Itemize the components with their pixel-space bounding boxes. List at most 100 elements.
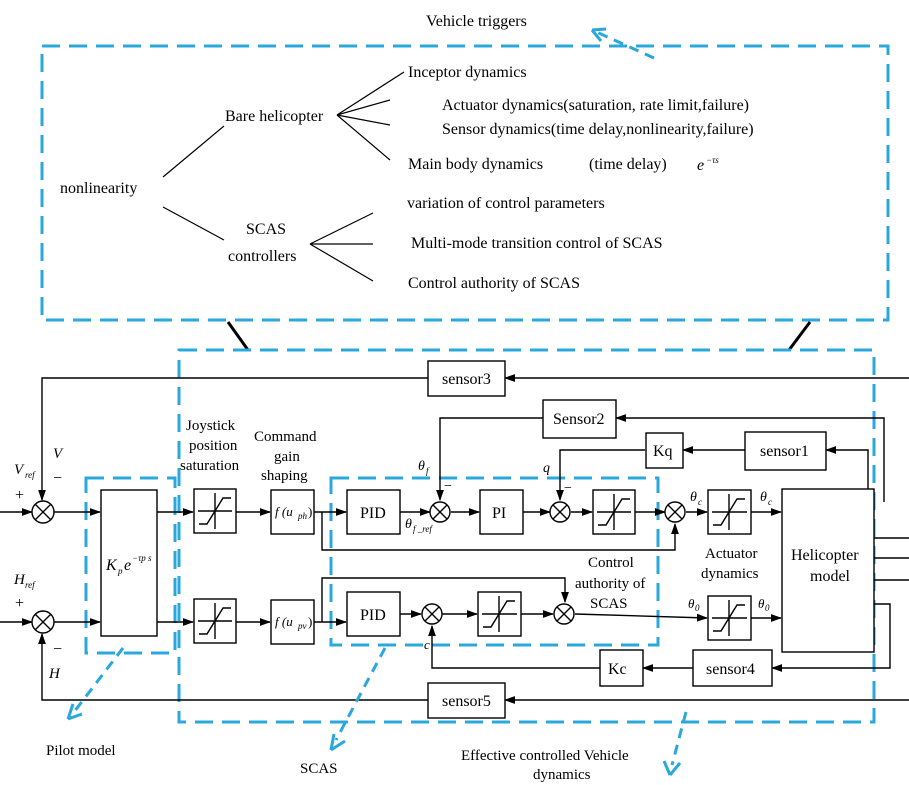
authority-line3: SCAS xyxy=(590,596,628,612)
pid-lower-block xyxy=(346,591,401,637)
sensor5-label: sensor5 xyxy=(442,693,491,710)
v-minus: − xyxy=(53,470,62,487)
v-plus: + xyxy=(15,487,24,504)
h-plus: + xyxy=(15,595,24,612)
q-label: q xyxy=(543,461,550,476)
delay-exponent: −τs xyxy=(706,155,719,165)
v-label: V xyxy=(53,446,64,462)
shaping-upper-close: ) xyxy=(308,504,312,519)
command-line2: gain xyxy=(274,449,300,465)
sensor5-block xyxy=(427,682,506,719)
scas-callout-label: SCAS xyxy=(300,761,338,777)
branch-bare-helicopter: Bare helicopter xyxy=(225,108,324,125)
saturation-joystick-lower xyxy=(193,598,237,644)
item-sensor: Sensor dynamics(time delay,nonlinearity,… xyxy=(442,121,754,138)
kq-block xyxy=(645,432,684,469)
theta-c-upper-out-sub: c xyxy=(768,497,772,507)
pid-upper-block xyxy=(346,489,401,535)
h-label: H xyxy=(48,666,61,682)
saturation-scas-lower xyxy=(477,591,522,637)
joystick-line1: Joystick xyxy=(186,418,236,434)
actuator-upper xyxy=(707,489,752,535)
h-ref-label: H xyxy=(13,572,26,588)
saturation-scas-upper xyxy=(592,489,636,535)
vehicle-triggers-panel: Vehicle triggers nonlinearity Bare helic… xyxy=(40,13,890,322)
shaping-upper-sub: ph xyxy=(297,511,308,521)
sensor2-block xyxy=(542,399,617,439)
pilot-model-arrow xyxy=(72,647,125,713)
item-main-body: Main body dynamics xyxy=(408,156,543,173)
branch-scas-line1: SCAS xyxy=(246,221,286,238)
v-ref-label: V xyxy=(14,462,25,478)
helicopter-line1: Helicopter xyxy=(791,547,859,564)
shaping-lower: f (u xyxy=(275,614,293,629)
effective-line2: dynamics xyxy=(533,767,591,783)
shaping-upper-block xyxy=(270,489,315,535)
connector-right xyxy=(787,321,812,351)
pilot-model-frame xyxy=(84,476,177,655)
helicopter-line2: model xyxy=(810,568,851,585)
saturation-joystick-upper xyxy=(193,488,237,534)
h-minus: − xyxy=(53,641,62,658)
sensor2-label: Sensor2 xyxy=(553,411,605,428)
sum-theta xyxy=(429,501,451,523)
joystick-line3: saturation xyxy=(180,458,240,474)
pilot-gain-sub: p xyxy=(117,566,123,576)
item-multimode: Multi-mode transition control of SCAS xyxy=(411,235,663,252)
joystick-line2: position xyxy=(189,438,238,454)
pilot-model-block xyxy=(100,489,158,637)
theta-0-out-sub: 0 xyxy=(765,603,770,613)
sum-lower-authority xyxy=(553,603,575,625)
theta-c-upper-in-sub: c xyxy=(698,497,702,507)
scas-frame xyxy=(329,476,660,647)
actuator-line1: Actuator xyxy=(705,546,757,562)
pi-label: PI xyxy=(492,505,506,522)
pilot-model-label: Pilot model xyxy=(46,743,116,759)
theta-f-label: θ xyxy=(418,459,425,474)
pilot-gain: K xyxy=(105,557,118,574)
connector-left xyxy=(226,321,250,351)
actuator-lower xyxy=(707,595,752,641)
item-authority: Control authority of SCAS xyxy=(408,275,580,292)
theta-f-minus: − xyxy=(444,479,452,494)
vehicle-triggers-arrowhead xyxy=(590,27,607,42)
delay-term: e xyxy=(697,157,704,174)
authority-line1: Control xyxy=(588,555,634,571)
column-labels: Joystick position saturation Command gai… xyxy=(180,418,759,612)
c-label: c xyxy=(424,637,430,652)
theta-c-upper-in: θ xyxy=(690,490,697,505)
triggers-frame xyxy=(40,44,890,322)
h-ref-sub: ref xyxy=(25,580,36,590)
item-inceptor: Inceptor dynamics xyxy=(408,64,527,81)
sensor3-label: sensor3 xyxy=(442,371,491,388)
scas-arrow xyxy=(334,647,387,741)
tree-line-bare xyxy=(162,125,225,178)
shaping-lower-close: ) xyxy=(308,614,312,629)
kc-block xyxy=(599,649,644,687)
sensor1-label: sensor1 xyxy=(760,443,809,460)
sensor4-label: sensor4 xyxy=(706,661,755,678)
sum-v xyxy=(31,500,55,524)
sensor1-block xyxy=(744,431,827,471)
q-minus: − xyxy=(564,481,572,496)
pid-upper: PID xyxy=(360,505,386,522)
item-actuator: Actuator dynamics(saturation, rate limit… xyxy=(442,97,749,114)
theta-fref-sub: f _ref xyxy=(413,524,433,534)
branch-scas-line2: controllers xyxy=(228,248,296,265)
authority-line2: authority of xyxy=(575,576,645,592)
theta-fref-label: θ xyxy=(405,517,412,532)
vehicle-triggers-title: Vehicle triggers xyxy=(426,13,527,30)
pilot-exp: e xyxy=(124,557,131,574)
sum-q xyxy=(549,501,571,523)
pi-block xyxy=(479,489,524,535)
effective-line1: Effective controlled Vehicle xyxy=(461,748,629,764)
pilot-exp-sup: −τp s xyxy=(132,553,152,563)
sensor4-block xyxy=(692,649,773,687)
kq-label: Kq xyxy=(653,443,673,460)
vehicle-triggers-arrow xyxy=(591,28,655,60)
command-line1: Command xyxy=(254,429,317,445)
helicopter-model-block xyxy=(781,488,875,653)
sum-h xyxy=(31,610,55,634)
signal-labels: V ref V + − H ref + − H θ f − θ f _ref q… xyxy=(13,446,772,682)
